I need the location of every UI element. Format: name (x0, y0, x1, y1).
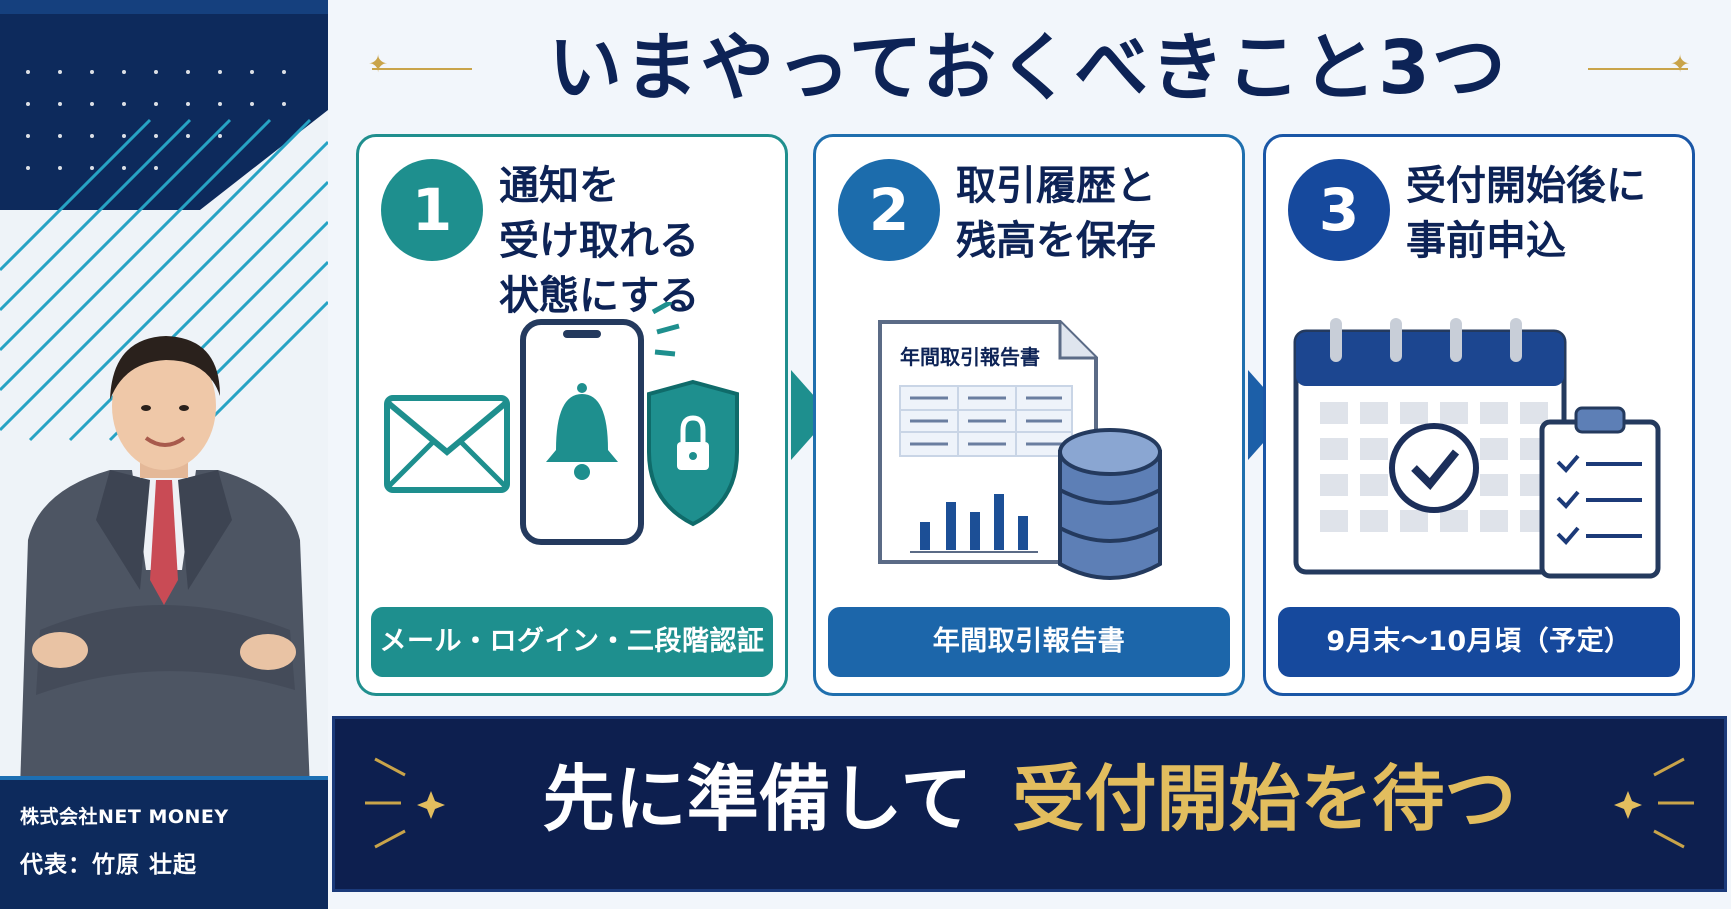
sparkle-icon: ✦ (1670, 50, 1691, 78)
report-document-icon: 年間取引報告書 (878, 320, 1098, 564)
presenter-portrait (20, 336, 310, 790)
banner-text-gold: 受付開始を待つ (1012, 757, 1517, 841)
title-rule-left (372, 68, 472, 70)
calendar-illustration (1293, 318, 1661, 579)
sidebar-decoration (0, 0, 328, 442)
report-illustration: 年間取引報告書 (878, 320, 1162, 580)
database-icon (1058, 428, 1162, 580)
report-title: 年間取引報告書 (900, 345, 1040, 369)
step-title: 取引履歴と 残高を保存 (956, 159, 1236, 269)
step-card-1: 1 通知を 受け取れる 状態にする (356, 134, 788, 696)
step-card-3: 3 受付開始後に 事前申込 (1263, 134, 1695, 696)
step-label: メール・ログイン・二段階認証 (371, 607, 773, 677)
title-row: ✦ いまやっておくべきこと3つ ✦ (328, 18, 1731, 118)
step-title: 受付開始後に 事前申込 (1406, 159, 1686, 269)
step-card-2: 2 取引履歴と 残高を保存 年間取引報告書 (813, 134, 1245, 696)
step-title-line: 取引履歴と (956, 163, 1156, 209)
banner-decoration (365, 757, 1694, 849)
page-title: いまやっておくべきこと3つ (548, 25, 1508, 111)
step-title-line: 受け取れる (499, 218, 699, 265)
profile-sidebar: 株式会社NET MONEY 代表：竹原 壮起 (0, 0, 328, 909)
bar-chart-icon (910, 494, 1038, 553)
checklist-clipboard-icon (1539, 406, 1661, 579)
banner-text-white: 先に準備して (542, 757, 973, 841)
step-label: 9月末〜10月頃（予定） (1278, 607, 1680, 677)
main-content: ✦ いまやっておくべきこと3つ ✦ 1 通知を 受け取れる 状態にする (328, 0, 1731, 909)
step-title-line: 状態にする (499, 273, 700, 320)
profile-footer: 株式会社NET MONEY 代表：竹原 壮起 (0, 776, 328, 909)
notification-illustration (384, 302, 739, 545)
representative-name: 代表：竹原 壮起 (20, 852, 198, 878)
title-rule-right (1588, 68, 1688, 70)
sparkle-icon: ✦ (368, 50, 389, 78)
step-title-line: 事前申込 (1406, 218, 1566, 265)
calendar-check-icon (1293, 318, 1567, 575)
step-number-badge: 3 (1288, 159, 1390, 261)
step-title-line: 残高を保存 (956, 218, 1156, 265)
step-label: 年間取引報告書 (828, 607, 1230, 677)
smartphone-bell-icon (520, 302, 680, 545)
banner-message: 先に準備して受付開始を待つ (335, 763, 1724, 835)
envelope-icon (384, 395, 510, 493)
step-number-badge: 2 (838, 159, 940, 261)
company-name: 株式会社NET MONEY (20, 806, 229, 828)
arrow-right-icon (791, 370, 831, 460)
step-title-line: 受付開始後に (1406, 163, 1646, 209)
step-number-badge: 1 (381, 159, 483, 261)
step-title: 通知を 受け取れる 状態にする (499, 159, 779, 325)
shield-lock-icon (647, 379, 739, 527)
step-title-line: 通知を (499, 163, 619, 209)
bottom-banner: 先に準備して受付開始を待つ (332, 716, 1727, 892)
